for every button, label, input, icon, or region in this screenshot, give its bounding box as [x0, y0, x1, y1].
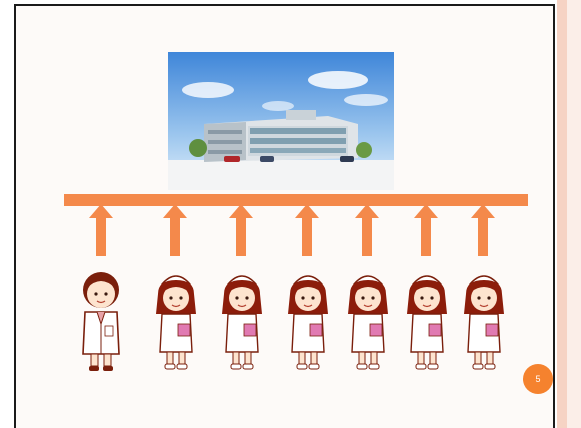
nurse-icon: [458, 268, 510, 372]
nurse-icon: [401, 268, 453, 372]
page-number-badge: 5: [523, 364, 553, 394]
hospital-building-image: [168, 52, 394, 190]
doctor-icon: [75, 268, 127, 372]
up-arrow-icon: [355, 204, 379, 256]
up-arrow-icon: [471, 204, 495, 256]
up-arrow-icon: [229, 204, 253, 256]
nurse-icon: [342, 268, 394, 372]
nurse-icon: [150, 268, 202, 372]
up-arrow-icon: [163, 204, 187, 256]
up-arrow-icon: [295, 204, 319, 256]
right-border-rule: [557, 0, 567, 428]
nurse-icon: [216, 268, 268, 372]
nurse-icon: [282, 268, 334, 372]
right-border-band: [567, 0, 581, 428]
up-arrow-icon: [89, 204, 113, 256]
up-arrow-icon: [414, 204, 438, 256]
